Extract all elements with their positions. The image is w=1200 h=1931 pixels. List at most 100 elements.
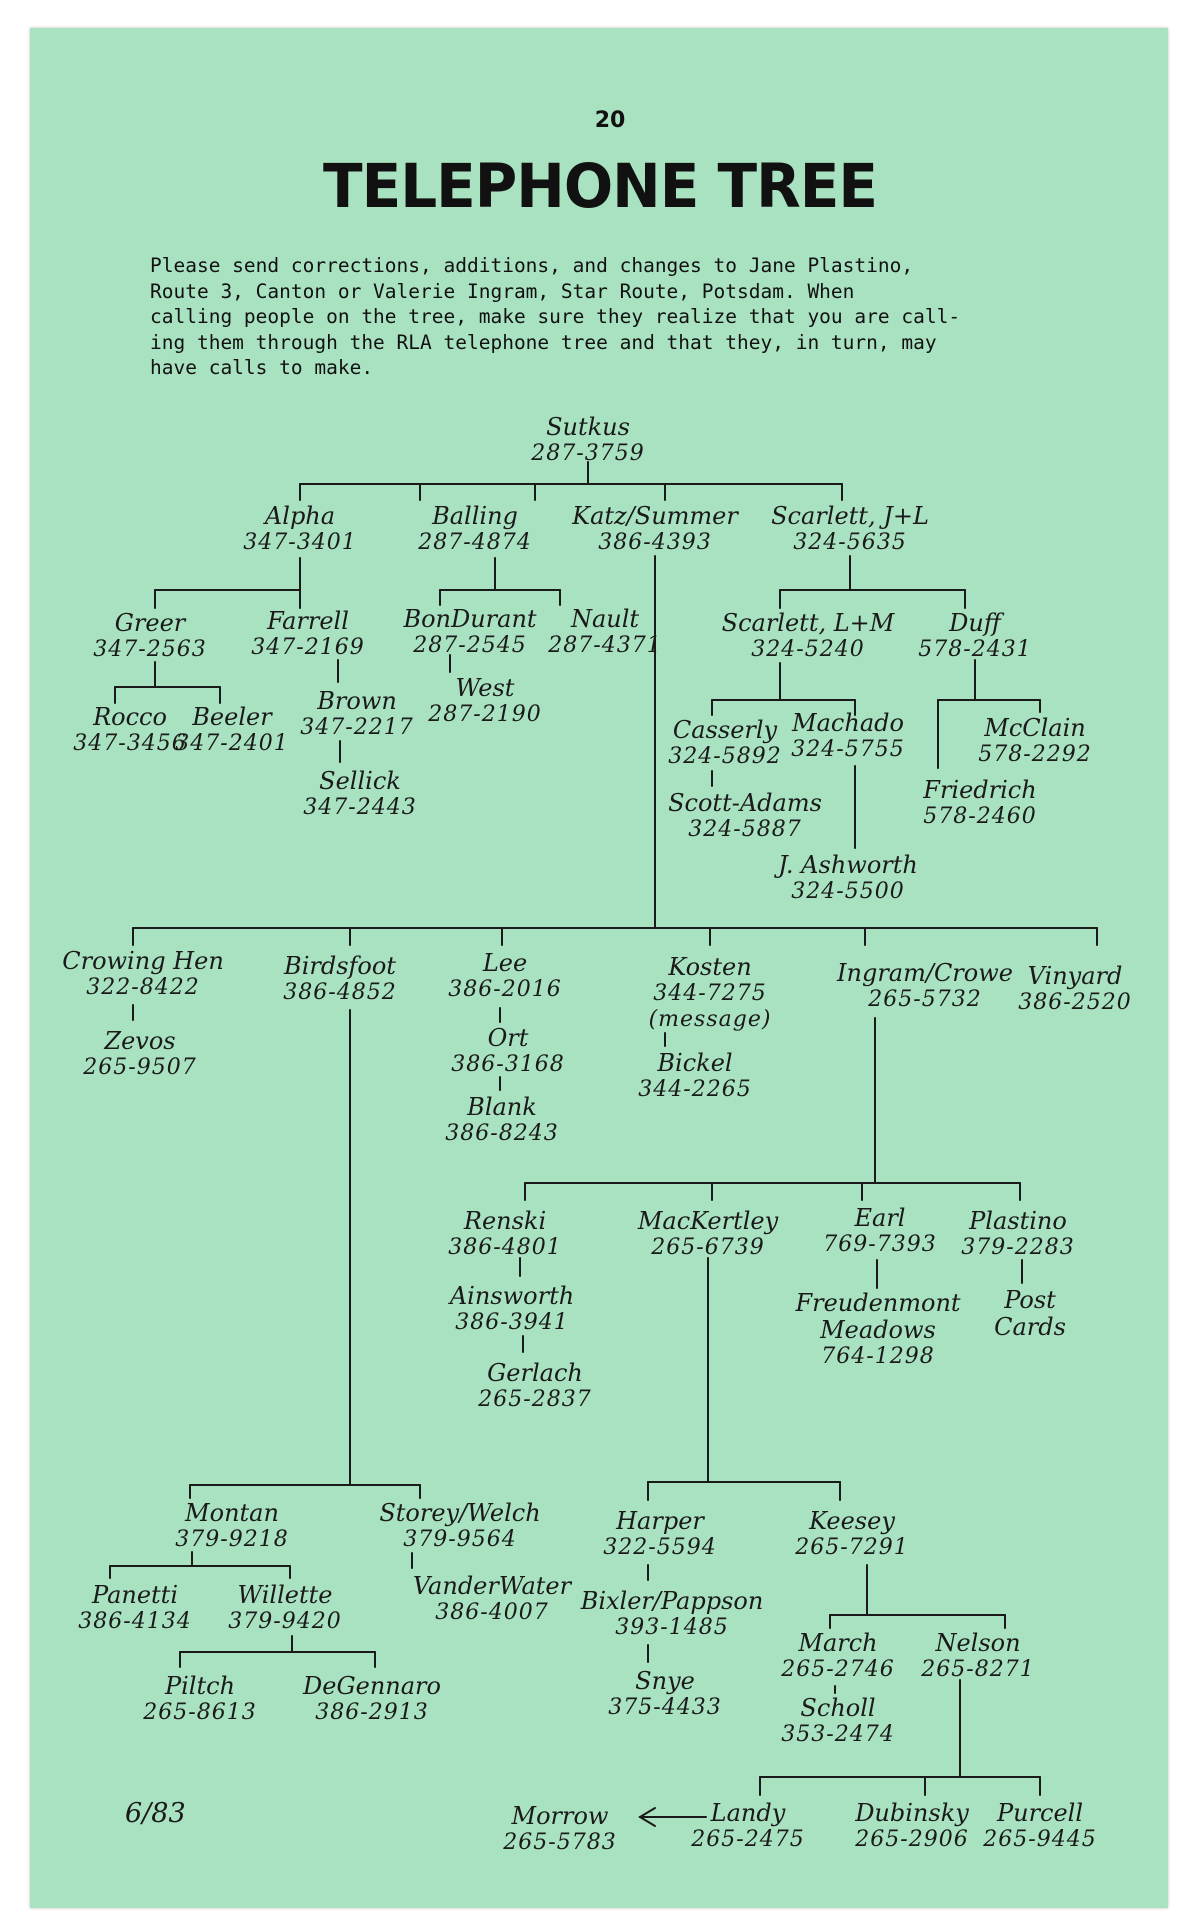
contact-phone: 287-2545 <box>413 633 527 658</box>
contact-phone: 344-2265 <box>638 1077 752 1102</box>
contact-greer: Greer 347-2563 <box>93 610 206 663</box>
contact-name: Scott-Adams <box>668 789 822 817</box>
contact-name: Purcell <box>996 1799 1084 1827</box>
contact-phone: 386-2520 <box>1018 990 1132 1015</box>
contact-scholl: Scholl 353-2474 <box>781 1695 894 1748</box>
contact-j-ashworth: J. Ashworth 324-5500 <box>778 852 918 905</box>
contact-ainsworth: Ainsworth 386-3941 <box>450 1283 574 1336</box>
contact-name: Freudenmont Meadows <box>795 1289 961 1344</box>
contact-name: Plastino <box>969 1207 1067 1235</box>
contact-freudenmont-meadows: Freudenmont Meadows 764-1298 <box>793 1290 963 1370</box>
contact-phone: 322-5594 <box>603 1535 717 1560</box>
contact-phone: 265-2475 <box>691 1827 805 1852</box>
contact-name: Scarlett, L+M <box>721 609 895 637</box>
contact-phone: 347-3401 <box>243 530 357 555</box>
contact-phone: 379-2283 <box>961 1235 1075 1260</box>
contact-name: VanderWater <box>412 1572 572 1600</box>
contact-zevos: Zevos 265-9507 <box>83 1028 196 1081</box>
contact-phone: 265-8613 <box>143 1700 257 1725</box>
contact-ort: Ort 386-3168 <box>451 1025 564 1078</box>
contact-phone: 353-2474 <box>781 1722 895 1747</box>
contact-birdsfoot: Birdsfoot 386-4852 <box>283 953 396 1006</box>
contact-name: Lee <box>482 949 528 977</box>
contact-keesey: Keesey 265-7291 <box>795 1508 908 1561</box>
contact-phone: 265-5732 <box>868 987 982 1012</box>
contact-name: Earl <box>854 1204 906 1232</box>
contact-phone: 287-4371 <box>548 633 662 658</box>
contact-name: Crowing Hen <box>62 947 224 975</box>
contact-phone: 265-8271 <box>921 1657 1035 1682</box>
contact-phone: 379-9420 <box>228 1609 342 1634</box>
contact-phone: 344-7275 <box>653 981 767 1006</box>
contact-blank: Blank 386-8243 <box>445 1094 558 1147</box>
contact-phone: 265-2906 <box>855 1827 969 1852</box>
contact-scarlett-jl: Scarlett, J+L 324-5635 <box>771 503 929 556</box>
contact-name: Friedrich <box>923 776 1037 804</box>
contact-name: MacKertley <box>637 1207 779 1235</box>
contact-balling: Balling 287-4874 <box>418 503 531 556</box>
contact-west: West 287-2190 <box>428 675 541 728</box>
contact-name: Beeler <box>192 703 272 731</box>
contact-landy: Landy 265-2475 <box>691 1800 804 1853</box>
contact-name: Willette <box>237 1581 333 1609</box>
arrow-head-icon <box>638 1807 656 1827</box>
contact-phone: 287-3759 <box>531 441 645 466</box>
contact-name: Nault <box>570 605 640 633</box>
contact-beeler: Beeler 347-2401 <box>175 704 288 757</box>
contact-phone: 375-4433 <box>608 1695 722 1720</box>
contact-machado: Machado 324-5755 <box>791 710 904 763</box>
contact-phone: 386-2913 <box>315 1700 429 1725</box>
contact-phone: 324-5500 <box>791 879 905 904</box>
contact-name: Nelson <box>935 1629 1021 1657</box>
contact-brown: Brown 347-2217 <box>300 688 413 741</box>
contact-phone: 265-7291 <box>795 1535 909 1560</box>
page-number: 20 <box>594 108 626 133</box>
contact-phone: 393-1485 <box>615 1615 729 1640</box>
contact-earl: Earl 769-7393 <box>823 1205 936 1258</box>
contact-willette: Willette 379-9420 <box>228 1582 341 1635</box>
contact-name: Greer <box>114 609 186 637</box>
contact-name: Morrow <box>511 1802 609 1830</box>
contact-phone: 386-3941 <box>455 1310 569 1335</box>
contact-phone: 322-8422 <box>86 975 200 1000</box>
contact-march: March 265-2746 <box>781 1630 894 1683</box>
contact-name: West <box>455 674 515 702</box>
contact-name: Ort <box>487 1024 529 1052</box>
contact-phone: 386-4852 <box>283 980 397 1005</box>
contact-gerlach: Gerlach 265-2837 <box>478 1360 591 1413</box>
contact-phone: 347-2169 <box>251 635 365 660</box>
contact-name: Snye <box>635 1667 695 1695</box>
contact-phone: 347-2217 <box>300 715 414 740</box>
contact-phone: 578-2460 <box>923 804 1037 829</box>
contact-panetti: Panetti 386-4134 <box>78 1582 191 1635</box>
contact-sellick: Sellick 347-2443 <box>303 768 416 821</box>
contact-name: Renski <box>463 1207 547 1235</box>
contact-vanderwater: VanderWater 386-4007 <box>413 1573 571 1626</box>
contact-ingram-crowe: Ingram/Crowe 265-5732 <box>837 960 1013 1013</box>
contact-phone: 347-2443 <box>303 795 417 820</box>
contact-name: McClain <box>984 714 1086 742</box>
contact-name: Landy <box>710 1799 786 1827</box>
contact-scott-adams: Scott-Adams 324-5887 <box>668 790 822 843</box>
contact-dubinsky: Dubinsky 265-2906 <box>855 1800 969 1853</box>
contact-name: Vinyard <box>1027 962 1123 990</box>
contact-name: Casserly <box>672 716 778 744</box>
contact-phone: 386-4134 <box>78 1609 192 1634</box>
contact-name: Sellick <box>319 767 401 795</box>
contact-post-cards: Post Cards <box>990 1287 1070 1341</box>
contact-bondurant: BonDurant 287-2545 <box>403 606 536 659</box>
contact-phone: 324-5240 <box>751 637 865 662</box>
contact-bixler-pappson: Bixler/Pappson 393-1485 <box>581 1588 764 1641</box>
contact-name: Bixler/Pappson <box>580 1587 764 1615</box>
contact-phone: 764-1298 <box>821 1344 935 1369</box>
contact-phone: 347-2563 <box>93 637 207 662</box>
contact-name: Blank <box>467 1093 537 1121</box>
contact-kosten: Kosten 344-7275 (message) <box>649 954 772 1033</box>
contact-phone: 324-5887 <box>688 817 802 842</box>
contact-katz-summer: Katz/Summer 386-4393 <box>572 503 738 556</box>
contact-harper: Harper 322-5594 <box>603 1508 716 1561</box>
contact-name: Keesey <box>809 1507 895 1535</box>
contact-nault: Nault 287-4371 <box>548 606 661 659</box>
contact-phone: 379-9564 <box>403 1527 517 1552</box>
